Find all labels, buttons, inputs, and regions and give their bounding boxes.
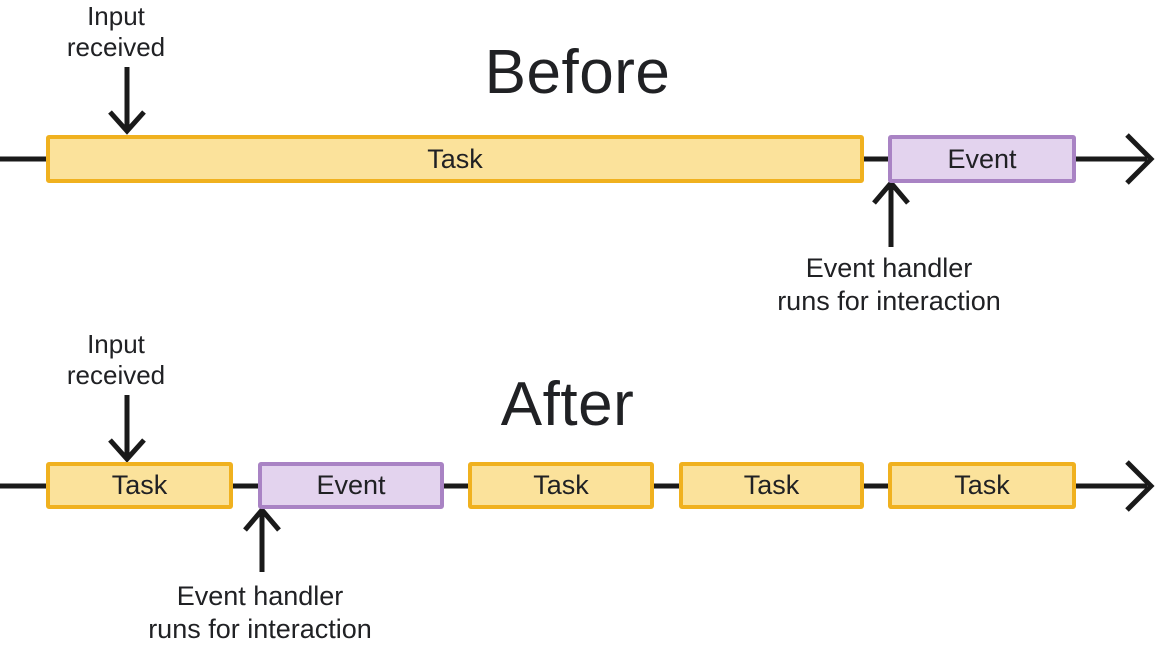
after-handler-arrowhead-icon: [243, 506, 281, 532]
after-event-box: Event: [258, 462, 444, 509]
after-task-box-2: Task: [468, 462, 654, 509]
before-event-handler-label: Event handler runs for interaction: [777, 253, 1001, 316]
after-input-received-label: Input received: [66, 329, 166, 390]
after-task-label-4: Task: [954, 470, 1010, 500]
after-input-arrowhead-icon: [108, 438, 146, 463]
before-handler-arrowhead-icon: [872, 179, 910, 205]
after-task-box-4: Task: [888, 462, 1076, 509]
before-input-arrowhead-icon: [108, 110, 146, 135]
before-timeline-arrowhead-icon: [1125, 133, 1155, 185]
after-task-label-1: Task: [111, 470, 168, 500]
after-task-label-3: Task: [743, 470, 800, 500]
after-event-label: Event: [316, 470, 386, 500]
before-task-box: Task: [46, 135, 864, 183]
before-event-box: Event: [888, 135, 1076, 183]
after-title: After: [500, 370, 635, 439]
after-task-box-1: Task: [46, 462, 233, 509]
before-title: Before: [484, 38, 671, 107]
after-task-label-2: Task: [533, 470, 589, 500]
before-input-received-label: Input received: [66, 1, 166, 62]
after-task-box-3: Task: [679, 462, 864, 509]
before-task-label: Task: [427, 143, 483, 174]
after-timeline-arrowhead-icon: [1125, 460, 1155, 512]
before-event-label: Event: [947, 143, 1017, 174]
after-event-handler-label: Event handler runs for interaction: [148, 581, 372, 644]
